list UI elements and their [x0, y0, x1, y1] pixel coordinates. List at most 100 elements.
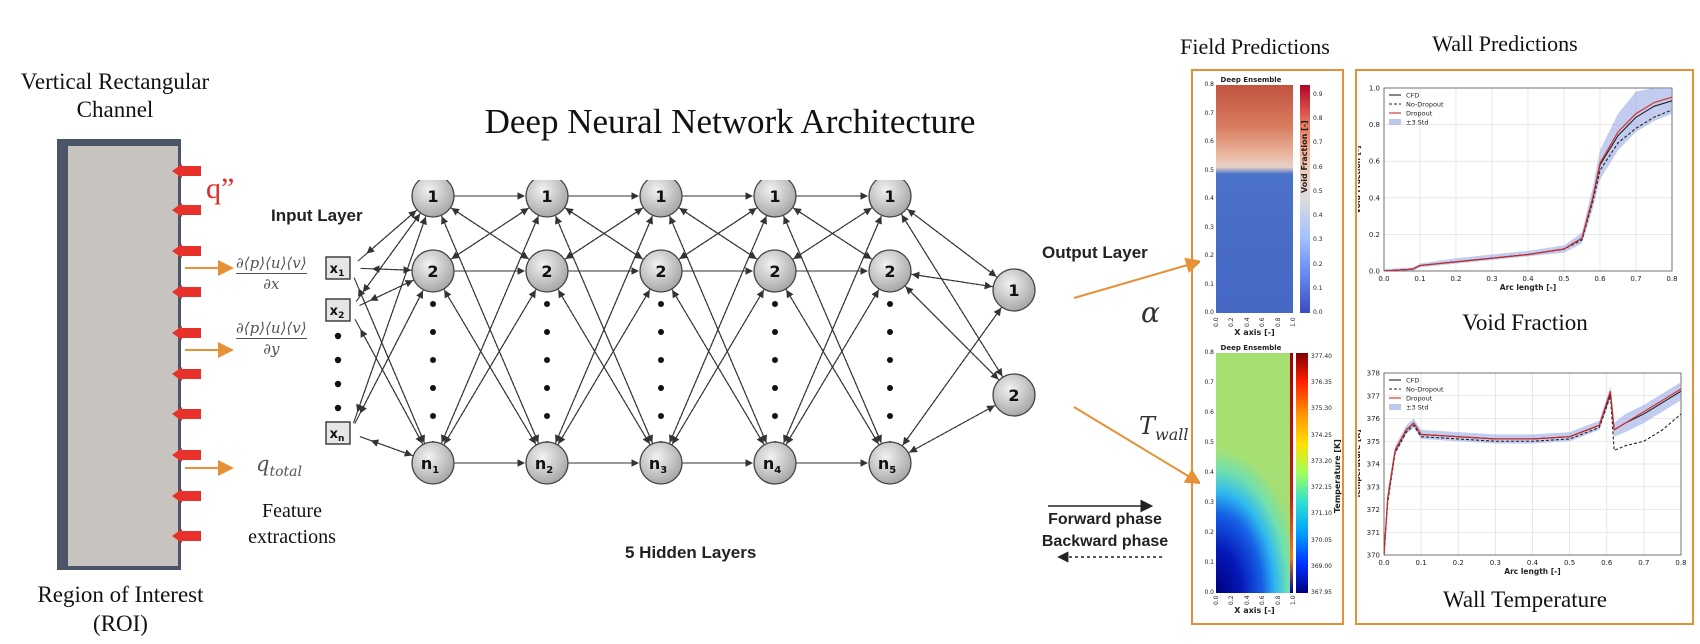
tick-label: 0.8 [1274, 595, 1282, 605]
heat-flux-arrow-shaft [181, 409, 201, 419]
x-tick-label: 0.1 [1416, 559, 1427, 567]
legend-label: No-Dropout [1406, 101, 1444, 109]
tick-label: 1.0 [1290, 595, 1297, 605]
tick-label: 0.4 [1313, 212, 1323, 220]
legend-swatch [1389, 404, 1401, 410]
network-edge [669, 205, 772, 443]
hidden-node [753, 441, 797, 485]
network-edge [679, 201, 767, 259]
x-axis-label: Arc length [-] [1504, 567, 1560, 576]
ellipsis-dot [887, 329, 893, 335]
network-edge [371, 265, 423, 273]
wall-temperature-caption: Wall Temperature [1442, 587, 1608, 612]
network-edge [565, 201, 653, 259]
ellipsis-dot [887, 301, 893, 307]
ellipsis-dot [430, 357, 436, 363]
network-edge [786, 289, 886, 455]
heat-flux-arrow-shaft [181, 369, 201, 379]
tick-label: 0.4 [1243, 595, 1251, 605]
ellipsis-dot [334, 332, 342, 340]
wall-predictions-title: Wall Predictions [1432, 31, 1578, 56]
hidden-node [639, 441, 683, 485]
ellipsis-dot [544, 329, 550, 335]
y-tick-label: 378 [1367, 370, 1380, 378]
phase-arrows [1048, 499, 1162, 563]
output-node-label: 2 [1008, 386, 1019, 405]
tick-label: 0.4 [1204, 195, 1214, 202]
network-edge [909, 399, 1006, 453]
y-tick-label: 372 [1367, 506, 1380, 514]
x-tick-label: 0.6 [1601, 559, 1613, 567]
tick-label: 0.6 [1204, 138, 1214, 145]
x-tick-label: 0.3 [1486, 275, 1497, 283]
ellipsis-dot [334, 380, 342, 388]
x-tick-label: 0.0 [1378, 559, 1389, 567]
tick-label: 0.0 [1213, 317, 1220, 327]
hidden-node [868, 441, 912, 485]
tick-label: 0.8 [1204, 349, 1214, 356]
tick-label: 0.5 [1313, 187, 1323, 195]
hidden-node-label: 2 [541, 262, 552, 281]
network-edge [441, 216, 544, 454]
heat-flux-arrow [172, 407, 182, 421]
tick-label: 0.7 [1204, 109, 1214, 117]
ellipsis-dot [334, 356, 342, 364]
temp-xlabel: X axis [-] [1234, 606, 1275, 615]
tick-label: 0.2 [1204, 252, 1214, 259]
field-temp-panel: Deep Ensemble X axis [-] Temperature [K]… [1196, 343, 1342, 618]
y-tick-label: 376 [1367, 415, 1381, 423]
y-tick-label: 377 [1367, 392, 1380, 400]
x-tick-label: 0.4 [1527, 559, 1539, 567]
void-cbar-label: Void Fraction [-] [1300, 120, 1309, 193]
legend-label: No-Dropout [1406, 386, 1444, 394]
output-twall: Twall [1139, 412, 1189, 444]
uncertainty-band [1384, 88, 1672, 271]
tick-label: 0.4 [1243, 317, 1251, 327]
x-axis-label: Arc length [-] [1500, 283, 1556, 292]
x-tick-label: 0.0 [1378, 275, 1389, 283]
x-tick-label: 0.8 [1675, 559, 1686, 567]
y-tick-label: 374 [1367, 461, 1381, 469]
network-edge [672, 289, 771, 455]
heat-flux-arrow-shaft [181, 246, 201, 256]
input-layer-label: Input Layer [271, 206, 363, 225]
heat-flux-label: q” [206, 172, 235, 205]
heat-flux-arrow [172, 367, 182, 381]
hidden-node [868, 249, 912, 293]
x-tick-label: 0.2 [1453, 559, 1464, 567]
hidden-node-label: 1 [769, 187, 780, 206]
x-tick-label: 0.5 [1558, 275, 1569, 283]
tick-label: 0.3 [1204, 223, 1214, 231]
network-edge [786, 279, 886, 445]
heat-flux-arrow [172, 244, 182, 258]
tick-label: 0.5 [1204, 166, 1214, 174]
output-arrow-temp [1073, 406, 1200, 485]
output-node-label: 1 [1008, 281, 1019, 300]
temp-colorbar [1296, 353, 1308, 593]
heat-flux-arrow [172, 285, 182, 299]
y-axis-label: Temperature [K] [1358, 429, 1362, 498]
tick-label: 0.6 [1259, 317, 1267, 327]
hidden-node-label: 2 [427, 262, 438, 281]
tick-label: 0.5 [1204, 439, 1214, 446]
tick-label: 376.35 [1311, 379, 1332, 387]
input-node [325, 256, 351, 280]
x-tick-label: 0.7 [1638, 559, 1649, 567]
legend-label: CFD [1406, 377, 1419, 385]
network-edge [558, 289, 657, 455]
tick-label: 375.30 [1311, 405, 1332, 413]
void-colorbar [1300, 85, 1310, 313]
tick-label: 1.0 [1290, 317, 1297, 327]
tick-label: 0.2 [1228, 317, 1236, 327]
legend-label: Dropout [1406, 395, 1433, 403]
hidden-node [525, 441, 569, 485]
hidden-node [411, 180, 455, 218]
heat-flux-arrow-shaft [181, 450, 201, 460]
temperature-field [1216, 353, 1293, 593]
temp-cbar-label: Temperature [K] [1333, 439, 1342, 513]
channel-interior [68, 146, 178, 566]
tick-label: 0.0 [1204, 309, 1214, 316]
